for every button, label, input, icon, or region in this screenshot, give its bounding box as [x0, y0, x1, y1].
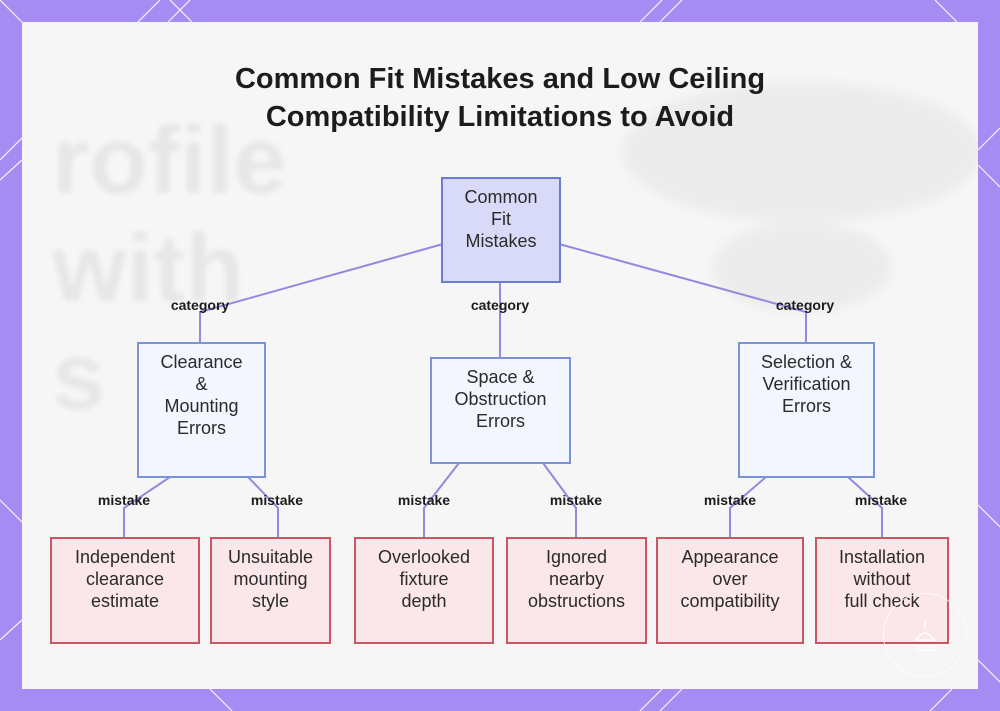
edge-clearance-independent — [123, 476, 171, 538]
edge-label-mistake: mistake — [397, 492, 451, 508]
diagram-title: Common Fit Mistakes and Low Ceiling Comp… — [234, 63, 766, 133]
edge-label-category: category — [470, 297, 530, 313]
category-node-selection-verification[interactable]: Selection & Verification Errors — [738, 342, 875, 478]
mistake-node-unsuitable-mounting[interactable]: Unsuitable mounting style — [210, 537, 331, 644]
mistake-node-ignored-obstructions[interactable]: Ignored nearby obstructions — [506, 537, 647, 644]
edge-space-ignored — [542, 462, 577, 538]
background-blur-shape — [712, 222, 892, 312]
background-watermark-text: rofile with s — [52, 107, 287, 430]
edge-clearance-unsuitable — [247, 476, 279, 538]
mistake-node-independent-clearance[interactable]: Independent clearance estimate — [50, 537, 200, 644]
ceiling-lamp-badge — [883, 593, 967, 677]
edge-label-mistake: mistake — [97, 492, 151, 508]
mistake-node-appearance-compatibility[interactable]: Appearance over compatibility — [656, 537, 804, 644]
background-blur-shape — [622, 82, 978, 222]
edge-selection-appearance — [729, 476, 767, 538]
edge-label-mistake: mistake — [250, 492, 304, 508]
mistake-node-overlooked-depth[interactable]: Overlooked fixture depth — [354, 537, 494, 644]
edge-label-mistake: mistake — [549, 492, 603, 508]
category-node-clearance-mounting[interactable]: Clearance & Mounting Errors — [137, 342, 266, 478]
edge-root-selection — [558, 243, 807, 343]
edge-label-category: category — [775, 297, 835, 313]
edge-selection-installation — [847, 476, 883, 538]
category-node-space-obstruction[interactable]: Space & Obstruction Errors — [430, 357, 571, 464]
edge-root-clearance — [199, 243, 444, 343]
edge-label-mistake: mistake — [703, 492, 757, 508]
root-node-common-fit-mistakes[interactable]: Common Fit Mistakes — [441, 177, 561, 283]
ceiling-lamp-icon — [913, 620, 937, 651]
edge-label-category: category — [170, 297, 230, 313]
edge-label-mistake: mistake — [854, 492, 908, 508]
edge-space-overlooked — [423, 462, 460, 538]
